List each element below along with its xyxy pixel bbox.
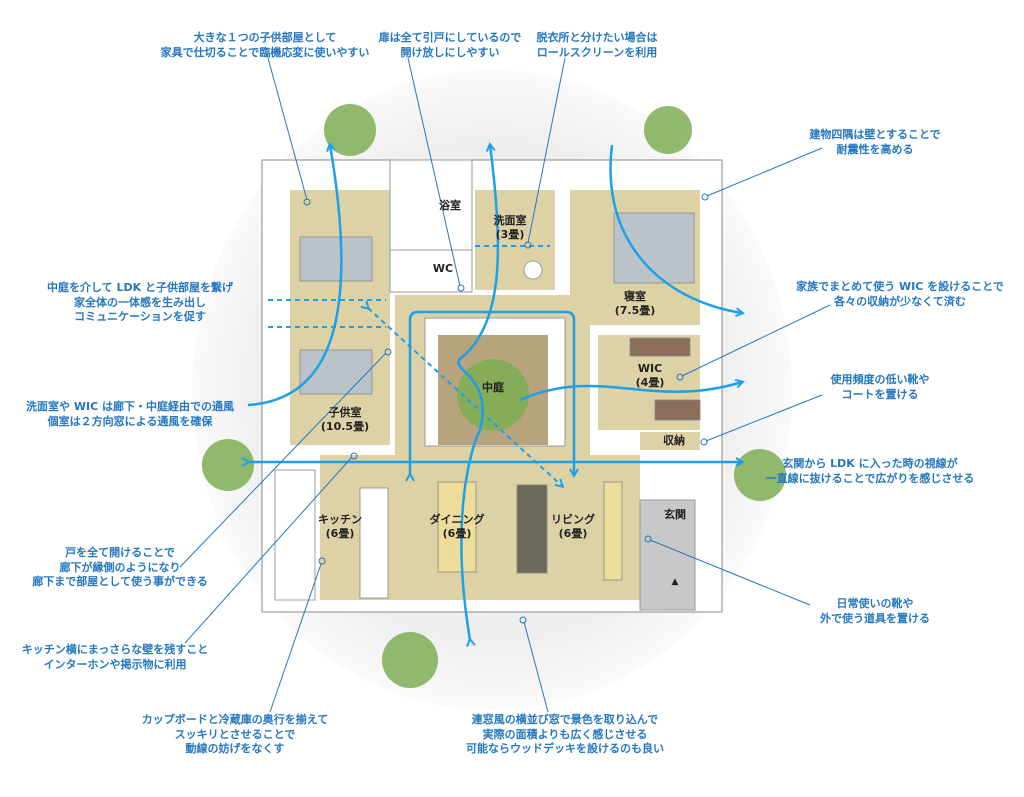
annotation-line: 実際の面積よりも広く感じさせる — [482, 727, 648, 741]
annotation-line: インターホンや掲示物に利用 — [43, 657, 187, 671]
annotation-note: 建物四隅は壁とすることで耐震性を高める — [809, 128, 940, 157]
room-size: (7.5畳) — [614, 304, 656, 317]
annotation-note: 連窓風の横並び窓で景色を取り込んで実際の面積よりも広く感じさせる可能ならウッドデ… — [466, 713, 664, 757]
room-name: 洗面室 — [493, 214, 527, 227]
tree-icons — [202, 104, 786, 688]
room-label-kitchen: キッチン(6畳) — [318, 513, 362, 541]
annotation-line: 可能ならウッドデッキを設けるのも良い — [466, 742, 664, 755]
wc-area — [389, 249, 473, 293]
room-name: 中庭 — [482, 381, 504, 394]
clothes-rack-icon — [629, 337, 691, 357]
room-label-bath: 浴室 — [439, 199, 461, 213]
room-size: (6畳) — [442, 527, 472, 540]
annotation-line: 使用頻度の低い靴や — [830, 373, 930, 386]
room-name: 子供室 — [328, 406, 362, 419]
annotation-line: 廊下が縁側のようになり — [59, 560, 181, 574]
room-size: (4畳) — [635, 376, 665, 389]
annotation-note: カップボードと冷蔵庫の奥行を揃えてスッキリとさせることで動線の妨げをなくす — [142, 713, 328, 757]
annotation-line: コートを置ける — [841, 387, 919, 401]
annotation-line: ロールスクリーンを利用 — [536, 45, 658, 59]
leader-lines — [179, 57, 831, 713]
annotation-line: 中庭を介して LDK と子供部屋を繋げ — [47, 281, 233, 294]
annotation-line: 連窓風の横並び窓で景色を取り込んで — [471, 713, 659, 726]
bed-icon — [299, 236, 373, 282]
annotation-note: 洗面室や WIC は廊下・中庭経由での通風個室は２方向窓による通風を確保 — [26, 400, 234, 429]
ventilation-arrows — [248, 145, 742, 640]
annotation-note: 戸を全て開けることで廊下が縁側のようになり廊下まで部屋として使う事ができる — [32, 546, 207, 590]
kitchen-counter-icon — [359, 487, 389, 599]
annotation-line: 家全体の一体感を生み出し — [74, 295, 206, 309]
room-name: 浴室 — [439, 199, 461, 212]
annotation-line: 個室は２方向窓による通風を確保 — [47, 414, 213, 428]
room-name: WC — [432, 262, 454, 275]
room-size: (3畳) — [495, 228, 525, 241]
room-label-wc: WC — [433, 262, 453, 276]
annotation-line: 玄関から LDK に入った時の視線が — [782, 457, 958, 470]
annotation-line: 戸を全て開けることで — [65, 546, 175, 559]
annotation-line: 家族でまとめて使う WIC を設けることで — [796, 280, 1004, 293]
annotation-line: 外で使う道具を置ける — [820, 611, 930, 625]
room-name: 収納 — [663, 434, 685, 447]
annotation-line: 動線の妨げをなくす — [185, 742, 285, 755]
room-label-entrance: 玄関 — [664, 508, 686, 522]
annotation-note: 家族でまとめて使う WIC を設けることで各々の収納が少なくて済む — [796, 280, 1004, 309]
room-label-wic: WIC(4畳) — [636, 362, 665, 390]
annotation-note: 日常使いの靴や外で使う道具を置ける — [820, 597, 930, 626]
annotation-line: 脱衣所と分けたい場合は — [536, 31, 658, 44]
annotation-line: カップボードと冷蔵庫の奥行を揃えて — [141, 713, 329, 726]
shoe-cabinet-icon — [603, 481, 623, 581]
annotation-line: 廊下まで部屋として使う事ができる — [32, 575, 208, 588]
room-size: (6畳) — [325, 527, 355, 540]
entrance-arrow-icon: ▲ — [672, 575, 679, 589]
room-label-washroom: 洗面室(3畳) — [494, 214, 527, 242]
annotation-note: 脱衣所と分けたい場合はロールスクリーンを利用 — [537, 31, 658, 60]
annotation-line: 一直線に抜けることで広がりを感じさせる — [765, 471, 975, 485]
annotation-line: 建物四隅は壁とすることで — [809, 128, 941, 141]
room-size: (10.5畳) — [320, 420, 370, 433]
annotation-line: 各々の収納が少なくて済む — [834, 294, 966, 308]
room-size: (6畳) — [558, 527, 588, 540]
sink-icon — [523, 260, 543, 280]
annotation-line: 家具で仕切ることで臨機応変に使いやすい — [160, 45, 370, 59]
furniture — [274, 212, 701, 601]
entrance-mark: ▲ — [671, 577, 679, 587]
annotation-line: 扉は全て引戸にしているので — [378, 31, 522, 44]
annotation-line: スッキリとさせることで — [174, 727, 296, 741]
annotation-line: コミュニケーションを促す — [74, 310, 206, 323]
courtyard-tree-icon — [457, 359, 529, 431]
storage-floor — [640, 432, 700, 450]
clothes-rack-icon — [654, 399, 701, 421]
room-label-living: リビング(6畳) — [551, 513, 595, 541]
room-label-bedroom: 寝室(7.5畳) — [615, 290, 656, 318]
bed-icon — [299, 349, 373, 395]
room-name: 玄関 — [664, 508, 686, 521]
annotation-note: 中庭を介して LDK と子供部屋を繋げ家全体の一体感を生み出しコミュニケーション… — [47, 281, 233, 325]
annotation-note: 玄関から LDK に入った時の視線が一直線に抜けることで広がりを感じさせる — [766, 457, 975, 486]
annotation-note: 使用頻度の低い靴やコートを置ける — [831, 373, 930, 402]
room-label-courtyard: 中庭 — [482, 381, 504, 395]
room-name: キッチン — [318, 513, 362, 526]
annotation-note: キッチン横にまっさらな壁を残すことインターホンや掲示物に利用 — [22, 643, 209, 672]
annotation-line: 日常使いの靴や — [836, 597, 914, 610]
room-name: WIC — [637, 362, 663, 375]
annotation-note: 大きな１つの子供部屋として家具で仕切ることで臨機応変に使いやすい — [161, 31, 370, 60]
annotation-line: キッチン横にまっさらな壁を残すこと — [21, 643, 209, 656]
room-label-dining: ダイニング(6畳) — [430, 513, 485, 541]
annotation-line: 洗面室や WIC は廊下・中庭経由での通風 — [26, 400, 234, 413]
room-label-kids: 子供室(10.5畳) — [321, 406, 369, 434]
annotation-line: 開け放しにしやすい — [400, 45, 500, 59]
annotation-line: 大きな１つの子供部屋として — [193, 31, 337, 44]
room-label-storage: 収納 — [663, 434, 685, 448]
room-name: 寝室 — [623, 290, 646, 303]
sofa-icon — [516, 484, 548, 574]
annotation-note: 扉は全て引戸にしているので開け放しにしやすい — [379, 31, 522, 60]
cupboard-icon — [274, 469, 316, 601]
room-name: ダイニング — [429, 513, 485, 526]
annotation-line: 耐震性を高める — [836, 142, 914, 156]
room-name: リビング — [551, 513, 595, 526]
